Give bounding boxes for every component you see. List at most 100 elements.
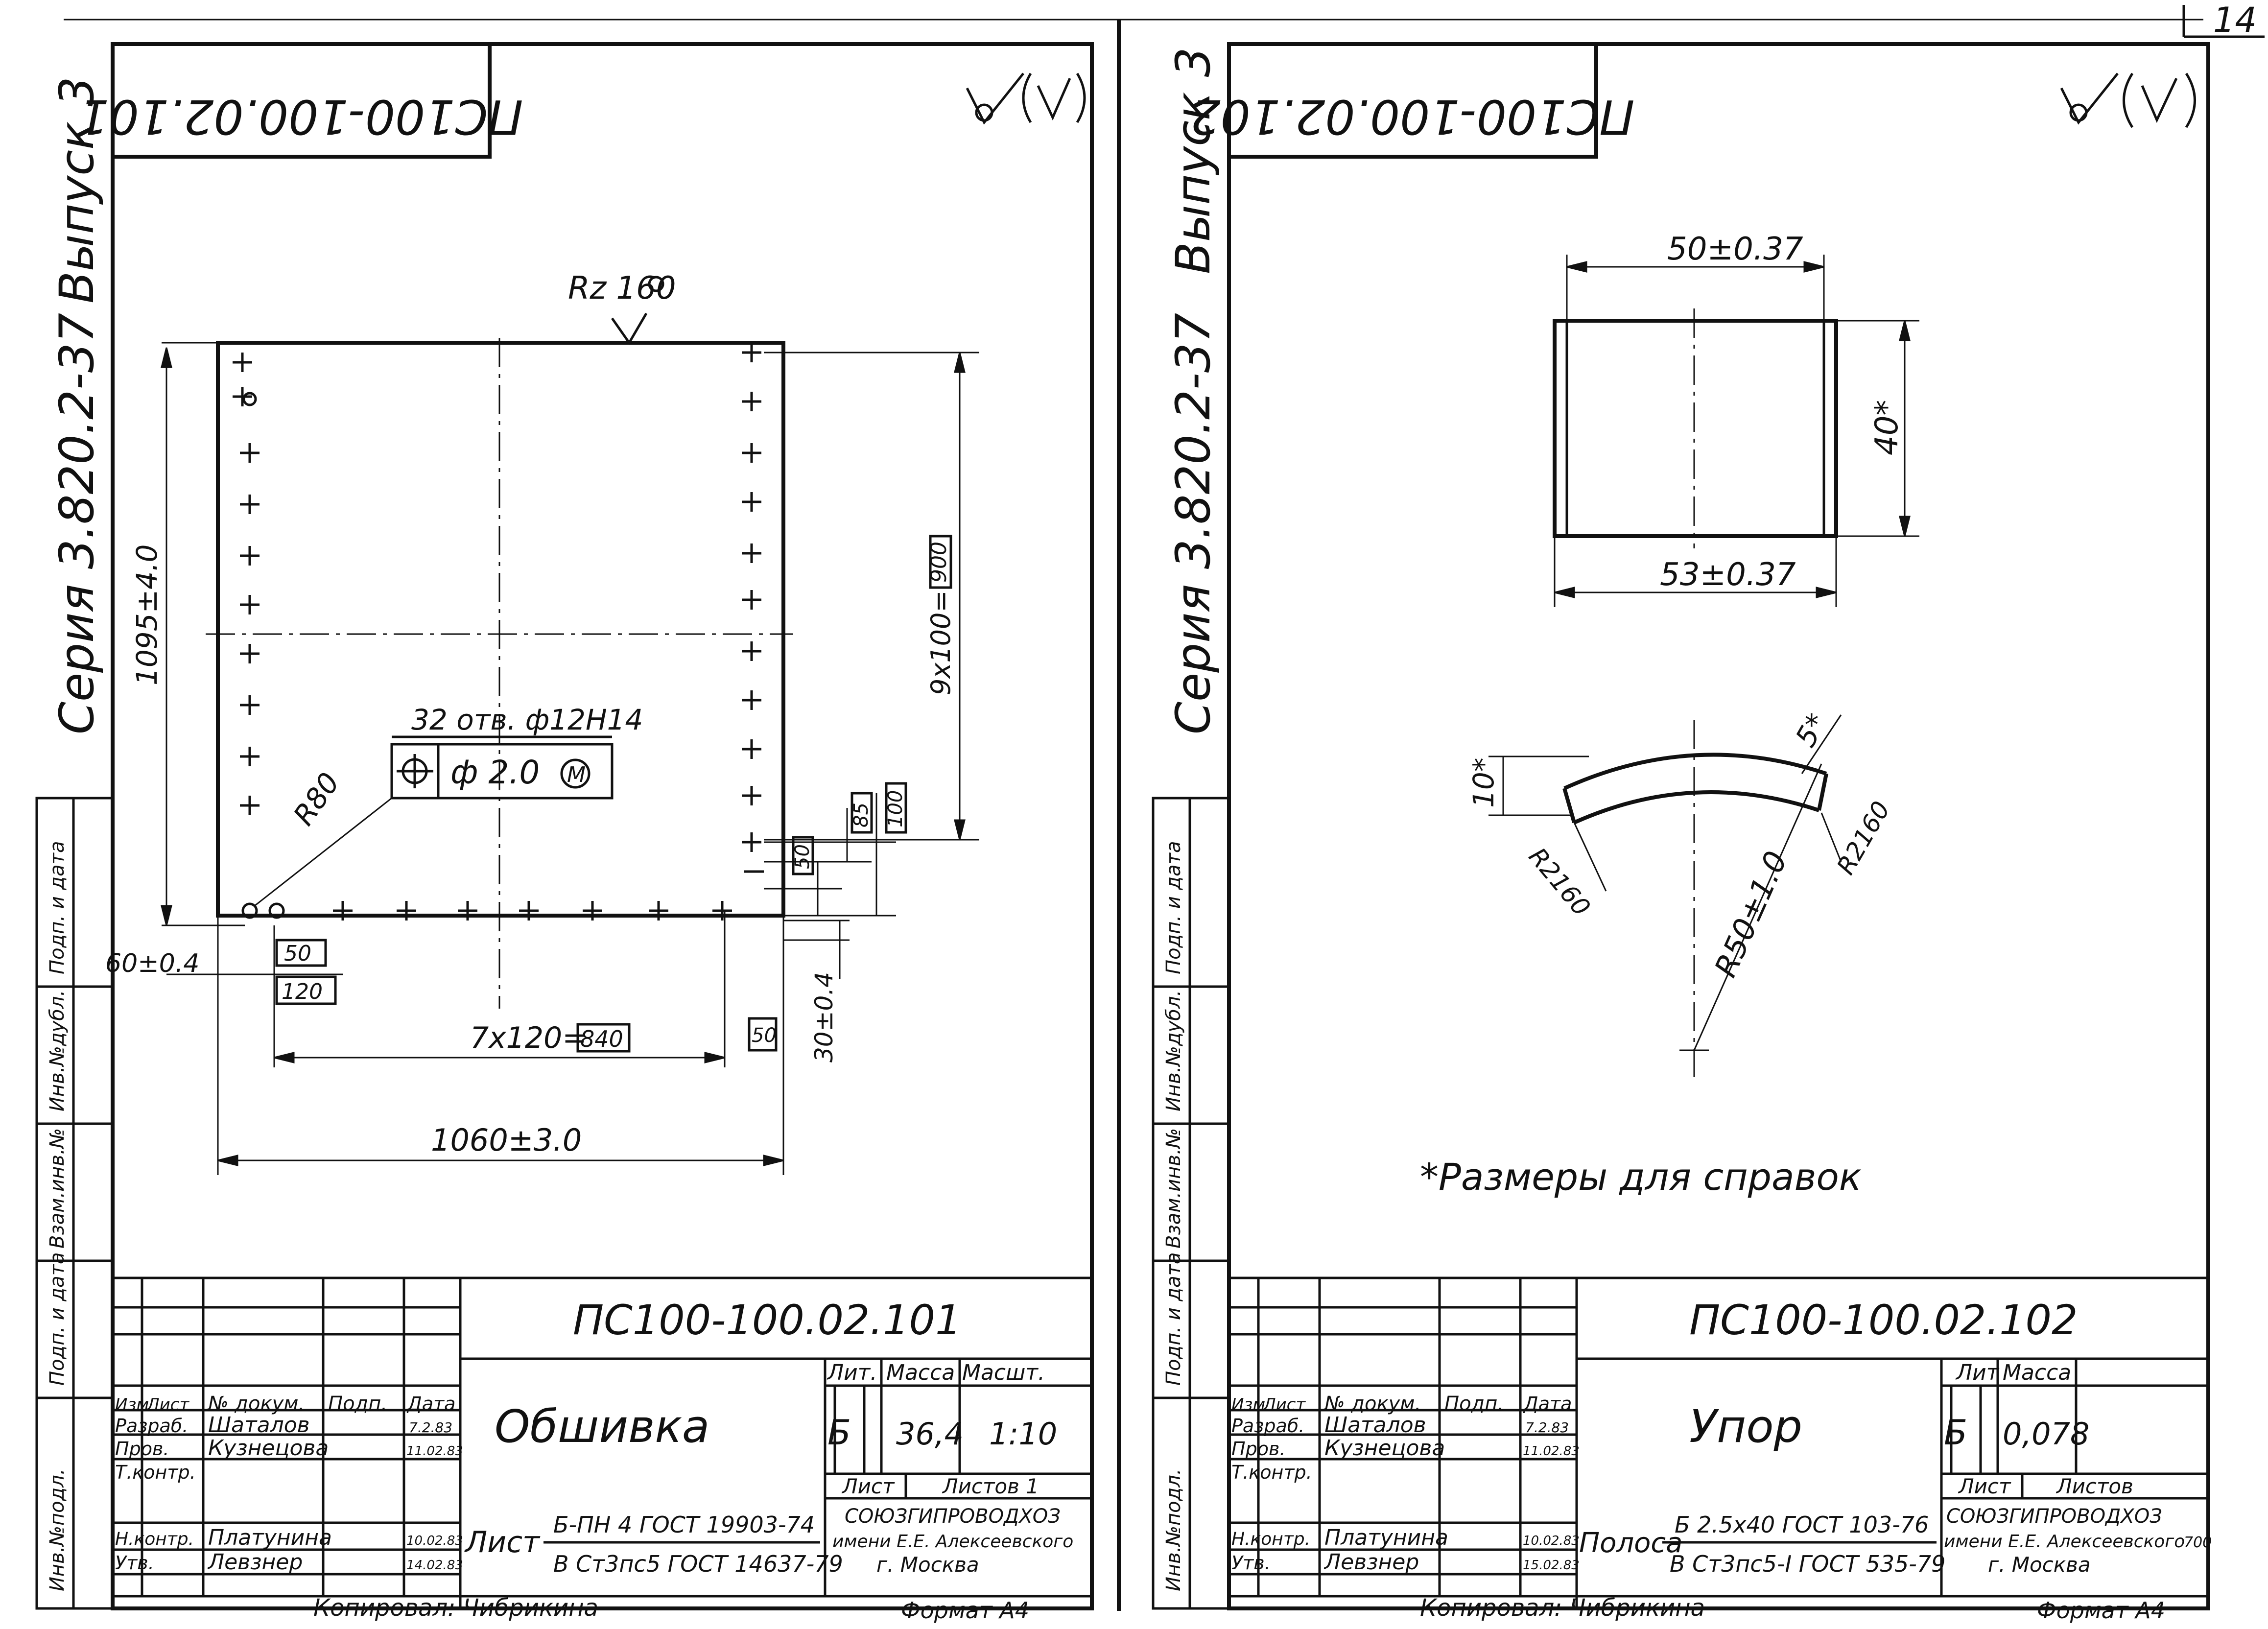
left-tb-row-utv: Утв. xyxy=(115,1552,154,1574)
left-position-modifier: M xyxy=(567,762,586,787)
left-tb-head-list: Лист xyxy=(146,1395,189,1415)
left-position-frame xyxy=(390,735,614,800)
left-offset-label: 60±0.4 xyxy=(105,949,199,978)
right-small-dim-label: 5* xyxy=(1789,708,1834,753)
left-tb-name-razrab: Шаталов xyxy=(208,1413,310,1438)
left-pitch-vertical-box xyxy=(929,535,952,589)
right-issue-label: Выпуск 3 xyxy=(1166,47,1221,274)
left-roughness-sign xyxy=(966,72,1086,125)
right-tb-row-razrab: Разраб. xyxy=(1231,1415,1304,1437)
left-width-total-label: 1060±3.0 xyxy=(431,1122,582,1158)
left-tb-scale-value: 1:10 xyxy=(989,1416,1057,1452)
left-title-block xyxy=(113,1276,1092,1608)
left-tb-scale-label: Масшт. xyxy=(962,1360,1045,1385)
left-holes xyxy=(233,343,764,921)
right-note: *Размеры для справок xyxy=(1420,1155,1862,1199)
left-tb-date-razrab: 7.2.83 xyxy=(409,1419,452,1436)
right-tb-mass-value: 0,078 xyxy=(2003,1416,2090,1452)
right-tb-sheets-label: Листов xyxy=(2055,1474,2133,1498)
right-tb-date-utv: 15.02.83 xyxy=(1523,1558,1580,1573)
right-roughness-sign xyxy=(2060,72,2196,128)
left-tb-date-nkontr: 10.02.83 xyxy=(406,1534,463,1548)
sheet-number: 14 xyxy=(2213,0,2257,40)
left-tb-date-utv: 14.02.83 xyxy=(406,1558,463,1573)
left-tb-sheets-label: Листов 1 xyxy=(942,1474,1039,1498)
right-tb-designation: ПС100-100.02.102 xyxy=(1689,1296,2078,1344)
right-tb-row-tkontr: Т.контр. xyxy=(1231,1462,1312,1483)
right-tb-material-bottom: В Ст3пс5-I ГОСТ 535-79 xyxy=(1670,1551,1945,1577)
right-height-label: 40* xyxy=(1869,400,1905,455)
left-roughness-label: Rz 160 xyxy=(568,270,676,307)
right-tb-lit-value: Б xyxy=(1944,1413,1967,1453)
left-dim-height xyxy=(161,342,245,926)
left-series-label: Серия 3.820.2-37 xyxy=(49,313,104,734)
left-tb-designation: ПС100-100.02.101 xyxy=(573,1296,961,1344)
left-box-50-far xyxy=(748,1017,778,1052)
left-tb-org-1: СОЮЗГИПРОВОДХОЗ xyxy=(845,1505,1061,1528)
left-side-stamp-cell-5: Подп. и дата xyxy=(46,841,69,974)
left-box-50-bottom xyxy=(275,939,327,967)
left-hole-callout: 32 отв. ф12Н14 xyxy=(411,703,643,736)
left-tb-mass-label: Масса xyxy=(886,1360,955,1385)
right-tb-date-prov: 11.02.83 xyxy=(1523,1444,1580,1459)
left-side-stamp xyxy=(35,797,114,1610)
right-tb-name: Упор xyxy=(1689,1400,1802,1453)
right-tb-head-izm: Изм xyxy=(1231,1395,1265,1415)
right-title-block xyxy=(1229,1276,2208,1608)
right-tb-date-nkontr: 10.02.83 xyxy=(1523,1534,1580,1548)
left-tb-name-nkontr: Платунина xyxy=(208,1525,332,1550)
left-dim-pitch-vertical-label: 9x100= xyxy=(925,590,956,695)
right-tb-name-prov: Кузнецова xyxy=(1324,1436,1445,1461)
left-side-stamp-cell-1: Инв.№подл. xyxy=(46,1468,69,1591)
right-side-stamp-cell-5: Подп. и дата xyxy=(1162,841,1185,974)
left-bottom-offset-label: 30±0.4 xyxy=(810,972,838,1062)
left-dim-box-100: 100 xyxy=(884,790,907,827)
left-format-label: Формат А4 xyxy=(901,1597,1029,1624)
right-thickness-label: 10* xyxy=(1467,757,1500,808)
left-dim-box-50-right: 50 xyxy=(791,844,814,869)
right-dims-front xyxy=(1554,255,1919,607)
left-tb-mass-value: 36,4 xyxy=(896,1416,964,1452)
left-pitch-horizontal-label: 7x120= xyxy=(470,1021,587,1055)
left-tb-date-prov: 11.02.83 xyxy=(406,1444,463,1459)
right-format-label: Формат А4 xyxy=(2037,1597,2165,1624)
left-tb-row-nkontr: Н.контр. xyxy=(115,1529,194,1549)
right-tb-row-prov: Пров. xyxy=(1231,1438,1285,1460)
right-tb-mark: 700 xyxy=(2184,1534,2212,1551)
left-dim-pitch-vertical xyxy=(764,352,979,841)
right-tb-name-nkontr: Платунина xyxy=(1324,1525,1448,1550)
right-code-box: ПС100-100.02.102 xyxy=(1191,44,1634,159)
right-part-view xyxy=(1553,308,1838,548)
right-tb-head-date: Дата xyxy=(1523,1393,1572,1415)
right-tb-row-nkontr: Н.контр. xyxy=(1231,1529,1310,1549)
right-tb-mass-label: Масса xyxy=(2003,1360,2071,1385)
left-sheet: Инв.№подл. Подп. и дата Взам.инв.№ Инв.№… xyxy=(35,42,1094,1624)
left-dim-box-120: 120 xyxy=(282,979,323,1004)
left-box-85 xyxy=(850,792,873,834)
left-dim-stack-right xyxy=(764,793,896,917)
left-side-stamp-cell-3: Взам.инв.№ xyxy=(46,1128,69,1249)
right-tb-head-doc: № докум. xyxy=(1323,1393,1421,1415)
left-position-tolerance: ф 2.0 xyxy=(450,754,540,791)
left-box-100 xyxy=(885,782,907,834)
left-dim-box-85: 85 xyxy=(850,803,873,827)
right-tb-org-2: имени Е.Е. Алексеевского xyxy=(1944,1532,2185,1552)
left-part-outline xyxy=(216,341,785,918)
right-dims-arc xyxy=(1488,714,1842,1051)
right-side-stamp-cell-4: Инв.№дубл. xyxy=(1162,990,1185,1111)
left-tb-name: Обшивка xyxy=(495,1400,709,1453)
right-tb-sheet-label: Лист xyxy=(1958,1474,2011,1498)
right-tb-name-razrab: Шаталов xyxy=(1324,1413,1426,1438)
right-tb-head-list: Лист xyxy=(1262,1395,1306,1415)
right-arc-view xyxy=(1562,720,1828,1077)
left-pitch-horizontal-box xyxy=(576,1023,631,1053)
left-tb-name-prov: Кузнецова xyxy=(208,1436,329,1461)
right-side-stamp-cell-2: Подп. и дата xyxy=(1162,1252,1185,1386)
left-tb-row-razrab: Разраб. xyxy=(115,1415,188,1437)
left-side-stamp-cell-4: Инв.№дубл. xyxy=(46,990,69,1111)
left-tb-org-3: г. Москва xyxy=(876,1553,979,1577)
left-dim-box-50-far: 50 xyxy=(752,1024,777,1047)
left-tb-head-doc: № докум. xyxy=(207,1393,305,1415)
left-tb-head-izm: Изм xyxy=(115,1395,149,1415)
